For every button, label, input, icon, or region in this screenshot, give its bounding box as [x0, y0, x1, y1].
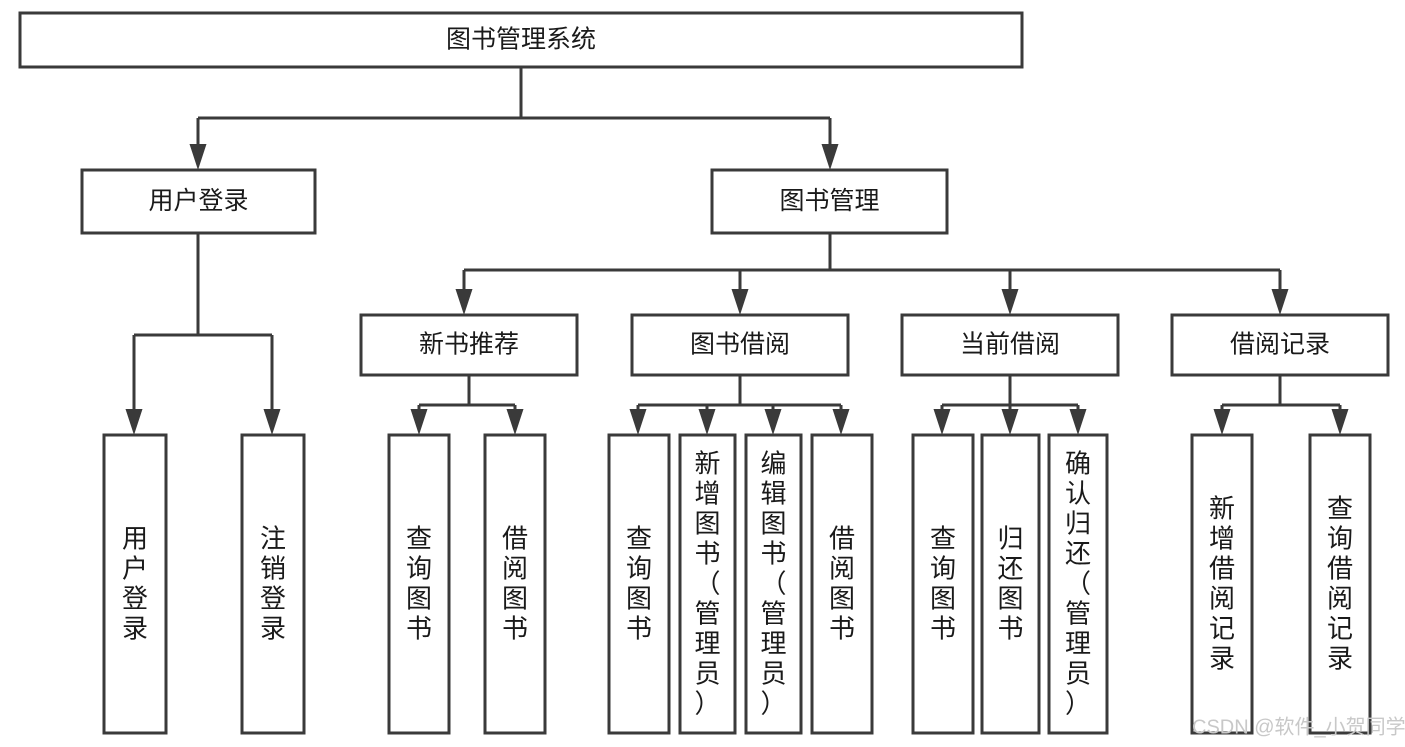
arrowhead-icon — [1069, 409, 1087, 435]
arrowhead-icon — [821, 144, 839, 170]
node-label: 归还图书 — [997, 523, 1023, 643]
node-label: 新增借阅记录 — [1209, 493, 1235, 673]
node-leaf-query-borrow-record[interactable]: 查询借阅记录 — [1308, 433, 1372, 735]
node-box[interactable] — [607, 433, 671, 735]
connectors-layer — [125, 67, 1349, 435]
node-label: 图书借阅 — [690, 331, 790, 359]
node-leaf-query-book-recommend[interactable]: 查询图书 — [387, 433, 451, 735]
node-label: 借阅图书 — [829, 523, 855, 643]
node-leaf-user-login[interactable]: 用户登录 — [102, 433, 168, 735]
node-root-system[interactable]: 图书管理系统 — [18, 11, 1024, 69]
node-label: 查询图书 — [930, 523, 956, 643]
node-box[interactable] — [678, 433, 737, 735]
node-book-borrow[interactable]: 图书借阅 — [630, 313, 850, 377]
node-box[interactable] — [1308, 433, 1372, 735]
node-user-login[interactable]: 用户登录 — [80, 168, 317, 235]
node-box[interactable] — [102, 433, 168, 735]
node-box[interactable] — [744, 433, 803, 735]
node-box[interactable] — [980, 433, 1041, 735]
node-label: 编辑图书（管理员） — [760, 448, 786, 718]
node-box[interactable] — [483, 433, 547, 735]
nodes-layer: 图书管理系统用户登录图书管理新书推荐图书借阅当前借阅借阅记录用户登录注销登录查询… — [18, 11, 1390, 735]
node-box[interactable] — [387, 433, 451, 735]
node-label: 用户登录 — [148, 187, 248, 215]
arrowhead-icon — [1331, 409, 1349, 435]
arrowhead-icon — [506, 409, 524, 435]
node-borrow-record[interactable]: 借阅记录 — [1170, 313, 1390, 377]
node-box[interactable] — [710, 168, 949, 235]
node-new-book-recommend[interactable]: 新书推荐 — [359, 313, 579, 377]
arrowhead-icon — [764, 409, 782, 435]
node-leaf-borrow-book-recommend[interactable]: 借阅图书 — [483, 433, 547, 735]
node-leaf-query-book-borrow[interactable]: 查询图书 — [607, 433, 671, 735]
node-label: 新增图书（管理员） — [694, 448, 720, 718]
node-box[interactable] — [1170, 313, 1390, 377]
node-label: 借阅记录 — [1230, 331, 1330, 359]
node-label: 查询图书 — [626, 523, 652, 643]
node-label: 图书管理系统 — [446, 26, 596, 54]
node-leaf-return-book[interactable]: 归还图书 — [980, 433, 1041, 735]
arrowhead-icon — [189, 144, 207, 170]
node-box[interactable] — [810, 433, 874, 735]
node-box[interactable] — [18, 11, 1024, 69]
node-box[interactable] — [911, 433, 975, 735]
node-current-borrow[interactable]: 当前借阅 — [900, 313, 1120, 377]
node-leaf-logout[interactable]: 注销登录 — [240, 433, 306, 735]
arrowhead-icon — [629, 409, 647, 435]
arrowhead-icon — [263, 409, 281, 435]
node-label: 确认归还（管理员） — [1065, 448, 1091, 718]
node-label: 借阅图书 — [502, 523, 528, 643]
arrowhead-icon — [455, 289, 473, 315]
node-leaf-edit-book-admin[interactable]: 编辑图书（管理员） — [744, 433, 803, 735]
node-box[interactable] — [359, 313, 579, 377]
arrowhead-icon — [1271, 289, 1289, 315]
node-box[interactable] — [630, 313, 850, 377]
node-box[interactable] — [1190, 433, 1254, 735]
node-label: 注销登录 — [260, 523, 286, 643]
arrowhead-icon — [698, 409, 716, 435]
node-label: 当前借阅 — [960, 331, 1060, 359]
node-book-management[interactable]: 图书管理 — [710, 168, 949, 235]
watermark-label: CSDN @软件_小贺同学 — [1192, 715, 1405, 738]
node-leaf-add-book-admin[interactable]: 新增图书（管理员） — [678, 433, 737, 735]
node-leaf-add-borrow-record[interactable]: 新增借阅记录 — [1190, 433, 1254, 735]
arrowhead-icon — [410, 409, 428, 435]
arrowhead-icon — [1213, 409, 1231, 435]
arrowhead-icon — [1001, 409, 1019, 435]
node-label: 新书推荐 — [419, 331, 519, 359]
arrowhead-icon — [933, 409, 951, 435]
node-box[interactable] — [1047, 433, 1109, 735]
node-leaf-borrow-book[interactable]: 借阅图书 — [810, 433, 874, 735]
arrowhead-icon — [125, 409, 143, 435]
arrowhead-icon — [731, 289, 749, 315]
node-label: 查询借阅记录 — [1327, 493, 1353, 673]
node-leaf-confirm-return-admin[interactable]: 确认归还（管理员） — [1047, 433, 1109, 735]
arrowhead-icon — [1001, 289, 1019, 315]
node-box[interactable] — [900, 313, 1120, 377]
node-box[interactable] — [240, 433, 306, 735]
arrowhead-icon — [832, 409, 850, 435]
node-leaf-query-book-current[interactable]: 查询图书 — [911, 433, 975, 735]
node-label: 查询图书 — [406, 523, 432, 643]
node-label: 图书管理 — [779, 187, 879, 215]
node-box[interactable] — [80, 168, 317, 235]
node-label: 用户登录 — [122, 523, 148, 643]
